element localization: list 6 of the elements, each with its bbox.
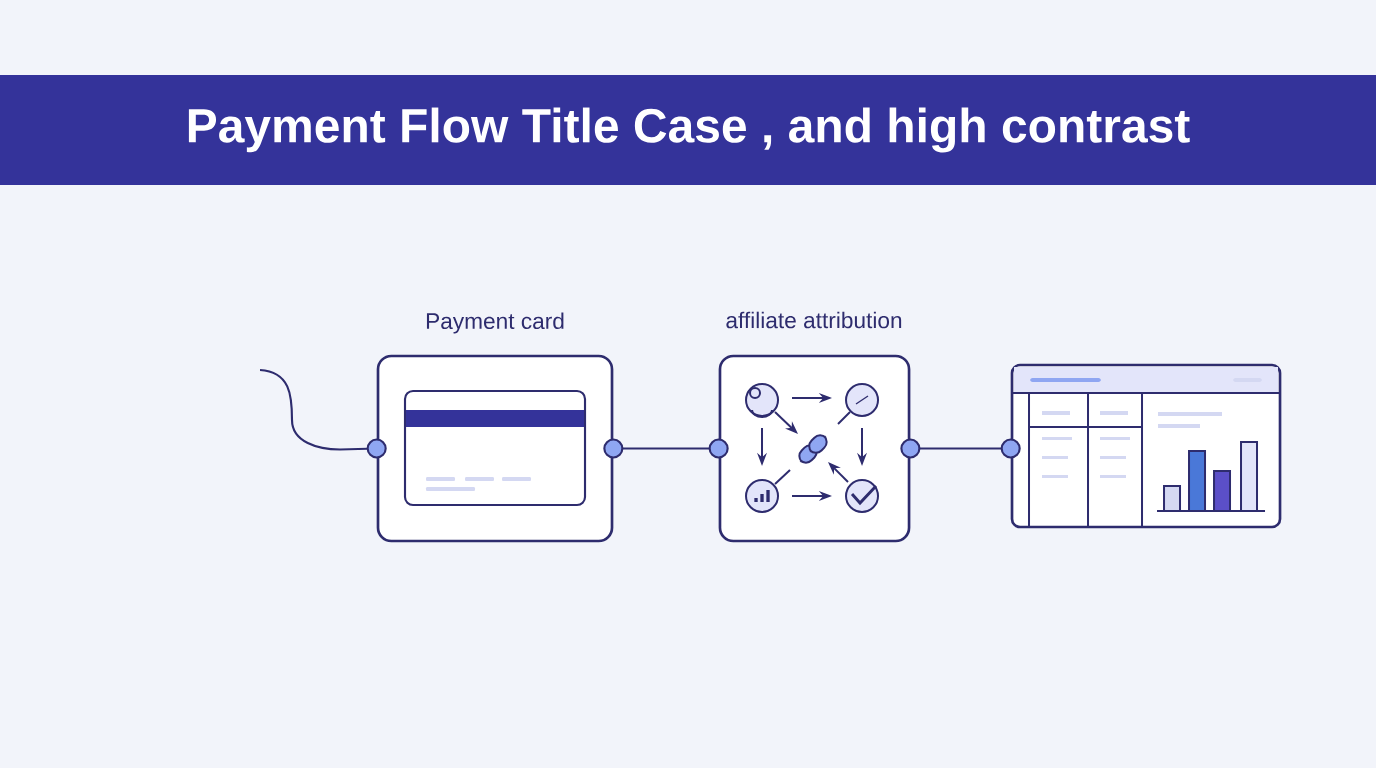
connector bbox=[900, 438, 1021, 459]
title-band: Payment Flow Title Case , and high contrast bbox=[0, 75, 1376, 185]
connector bbox=[259, 368, 387, 459]
connector bbox=[603, 438, 729, 459]
node-label: Payment card bbox=[426, 312, 564, 334]
node-label: affiliate attribution bbox=[726, 311, 902, 329]
